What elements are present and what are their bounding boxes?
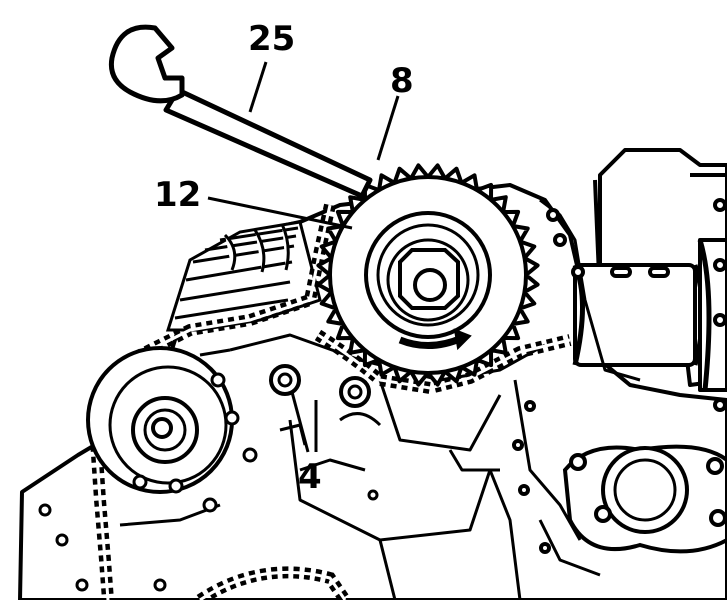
camshaft-housing: [539, 148, 727, 412]
lower-right-flange: [512, 400, 727, 554]
leader-lines: [207, 61, 400, 453]
callout-labels: 25 8 12 4: [154, 19, 414, 497]
camshaft-sprocket: [316, 163, 540, 387]
leader-line-8: [376, 95, 400, 161]
wrench: [108, 24, 373, 199]
callout-label-8: 8: [390, 61, 414, 101]
callout-label-25: 25: [248, 19, 295, 59]
leader-line-25: [248, 61, 268, 113]
leader-line-4b: [290, 391, 310, 453]
callout-label-4: 4: [298, 457, 322, 497]
idler-sprocket: [38, 346, 258, 592]
callout-label-12: 12: [154, 175, 201, 215]
leader-line-12: [207, 196, 353, 230]
timing-mark-bolts: [269, 364, 379, 501]
